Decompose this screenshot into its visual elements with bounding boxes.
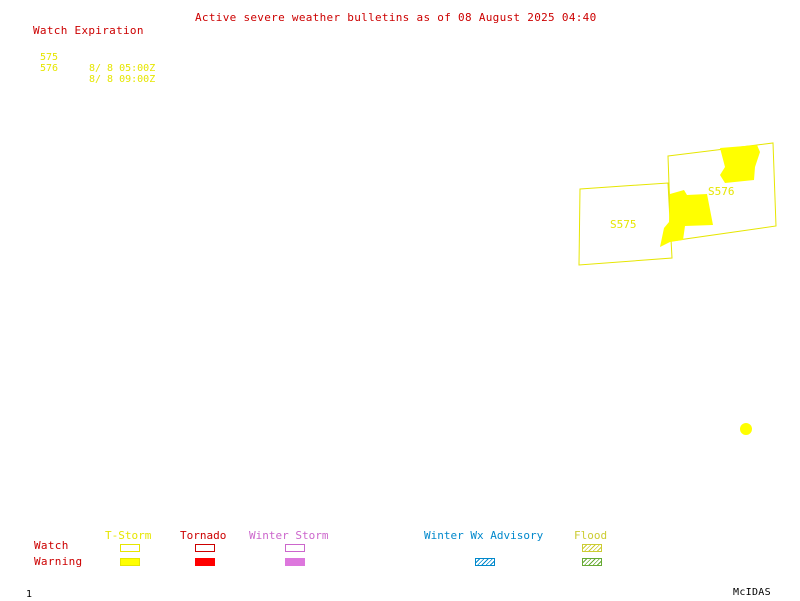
watch-number: 576: [40, 63, 59, 74]
watch-number: 575: [40, 52, 59, 63]
flood-watch-swatch: [582, 544, 602, 552]
legend-row-warning-label: Warning: [34, 555, 83, 568]
watch-label-576: S576: [708, 185, 735, 198]
legend-heading-winter-advisory: Winter Wx Advisory: [424, 529, 544, 542]
watch-expiration-time: 8/ 8 09:00Z: [89, 74, 156, 85]
legend-heading-tstorm: T-Storm: [105, 529, 152, 542]
warning-area-central: [660, 190, 713, 247]
warning-area-north: [720, 145, 760, 183]
warning-area-south-east: [740, 423, 752, 435]
frame-number: 1: [26, 589, 33, 600]
watch-label-575: S575: [610, 218, 637, 231]
tornado-watch-swatch: [195, 544, 215, 552]
watch-expiration-row: 575 8/ 8 05:00Z: [40, 41, 155, 74]
tornado-warning-swatch: [195, 558, 215, 566]
winter-storm-watch-swatch: [285, 544, 305, 552]
legend-row-watch-label: Watch: [34, 539, 69, 552]
watch-expiration-time: 8/ 8 05:00Z: [89, 63, 156, 74]
winter-storm-warning-swatch: [285, 558, 305, 566]
watch-expiration-heading: Watch Expiration: [33, 24, 144, 37]
watch-expiration-row: 576 8/ 8 09:00Z: [40, 52, 155, 85]
mcidas-brand: McIDAS: [733, 587, 771, 598]
winter-advisory-swatch: [475, 558, 495, 566]
bulletin-title: Active severe weather bulletins as of 08…: [195, 11, 597, 24]
tstorm-warning-swatch: [120, 558, 140, 566]
legend-heading-tornado: Tornado: [180, 529, 227, 542]
watch-expiration-list: 575 8/ 8 05:00Z 576 8/ 8 09:00Z: [40, 41, 155, 85]
watch-575-outline: [578, 182, 673, 266]
legend-heading-winter-storm: Winter Storm: [249, 529, 329, 542]
legend-heading-flood: Flood: [574, 529, 608, 542]
tstorm-watch-swatch: [120, 544, 140, 552]
flood-warning-swatch: [582, 558, 602, 566]
